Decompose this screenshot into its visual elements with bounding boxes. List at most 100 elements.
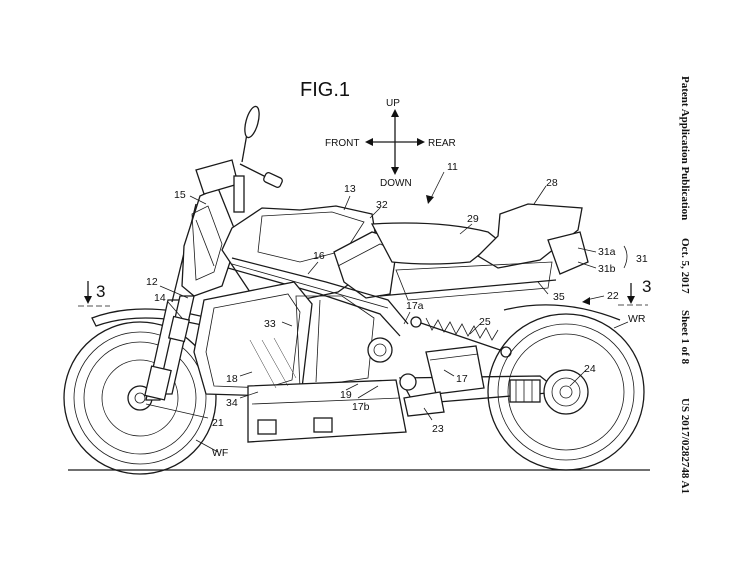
shock-lower-mount [500, 346, 512, 358]
label-31: 31 [636, 253, 648, 265]
leader-19 [345, 383, 359, 391]
label-11: 11 [447, 161, 458, 173]
label-32: 32 [376, 199, 388, 211]
fork-clamp [167, 315, 191, 343]
leader-34 [239, 391, 259, 399]
cooling-fin-1 [257, 419, 277, 435]
direction-rear: REAR [428, 138, 456, 149]
frame-center-line [231, 263, 389, 309]
leader-31b [577, 261, 597, 269]
main-frame [227, 257, 409, 337]
front-rim [83, 341, 197, 455]
motor-housing [247, 379, 407, 443]
figure-title: FIG.1 [300, 79, 350, 101]
rear-hub [543, 369, 589, 415]
subframe-cover [395, 261, 553, 301]
leader-22-arrow-icon [582, 297, 590, 305]
header-number: US 2017/0282748 A1 [679, 398, 691, 494]
frame-down-tube [227, 267, 401, 337]
label-24: 24 [584, 363, 596, 375]
leader-12 [159, 285, 189, 299]
seat [370, 222, 500, 265]
front-wheel [63, 308, 217, 475]
brace-31 [623, 245, 628, 269]
leader-11-arrow-icon [426, 195, 434, 204]
leader-WF [195, 439, 219, 453]
front-tire-inner [73, 331, 207, 465]
header-publication: Patent Application Publication [679, 76, 691, 220]
leader-32 [369, 207, 381, 219]
battery-side-cover [193, 281, 313, 397]
mirror [244, 105, 260, 139]
leader-WR [613, 321, 629, 329]
leader-29 [459, 223, 473, 235]
hatch-1 [249, 339, 277, 389]
battery-case-rib [315, 299, 321, 383]
header-date: Oct. 5, 2017 [679, 238, 691, 294]
arrow-down-icon [391, 167, 399, 175]
pivot-bolt [373, 343, 387, 357]
motor-housing-line [251, 397, 401, 405]
rear-axle [559, 385, 573, 399]
leader-28 [533, 185, 547, 205]
label-17a: 17a [406, 300, 424, 312]
label-14: 14 [154, 292, 166, 304]
section-arrow-right-icon [627, 296, 635, 304]
label-23: 23 [432, 423, 444, 435]
leader-17 [443, 369, 455, 377]
front-brake-disc [101, 359, 179, 437]
leader-21 [145, 403, 209, 419]
shock-spring [425, 317, 499, 341]
side-header: Patent Application Publication Oct. 5, 2… [679, 76, 691, 494]
handlebar-assembly [233, 105, 283, 213]
motor-unit-detail [429, 353, 479, 361]
body-panels [221, 205, 399, 301]
leader-33 [281, 321, 293, 327]
label-33: 33 [264, 318, 276, 330]
section-arrow-left-icon [84, 296, 92, 304]
pivot-cover [367, 337, 393, 363]
label-19: 19 [340, 389, 352, 401]
side-cover-inner [205, 293, 301, 389]
label-16: 16 [313, 250, 325, 262]
leader-11 [429, 171, 445, 201]
header-sheet: Sheet 1 of 8 [679, 310, 691, 365]
rear-wheel [487, 304, 645, 471]
label-13: 13 [344, 183, 356, 195]
leader-25 [469, 323, 481, 335]
label-12: 12 [146, 276, 158, 288]
arrow-left-icon [365, 138, 373, 146]
label-31a: 31a [598, 246, 616, 258]
section-label-left: 3 [96, 282, 105, 301]
leader-lines [145, 171, 629, 453]
leader-17a [403, 311, 411, 325]
arrow-up-icon [391, 109, 399, 117]
leader-13 [343, 195, 351, 211]
leader-14 [167, 301, 183, 319]
leader-18 [239, 371, 253, 377]
handle-grip [263, 172, 283, 188]
leader-15 [189, 195, 207, 205]
leader-23 [423, 407, 433, 421]
rear-rim [507, 333, 625, 451]
fork-slider [144, 365, 172, 401]
section-mark-left: 3 [78, 281, 110, 307]
direction-up: UP [386, 98, 400, 109]
arrow-right-icon [417, 138, 425, 146]
label-28: 28 [546, 177, 558, 189]
shock-body [417, 321, 507, 353]
headlight-lens [191, 205, 223, 281]
leader-24 [569, 369, 587, 387]
front-fork [144, 203, 197, 401]
shading-hatch [249, 337, 297, 389]
label-22: 22 [607, 290, 619, 302]
shock-upper-mount [410, 316, 422, 328]
direction-compass: UP DOWN FRONT REAR [325, 98, 456, 189]
knee-panel [333, 231, 399, 299]
leader-31a [577, 247, 597, 253]
label-35: 35 [553, 291, 565, 303]
reference-labels: 11 12 13 14 15 16 17 17a 17b 18 19 21 22… [146, 161, 648, 459]
front-axle [134, 392, 146, 404]
cooling-fin-2 [313, 417, 333, 433]
leader-35 [537, 281, 549, 295]
